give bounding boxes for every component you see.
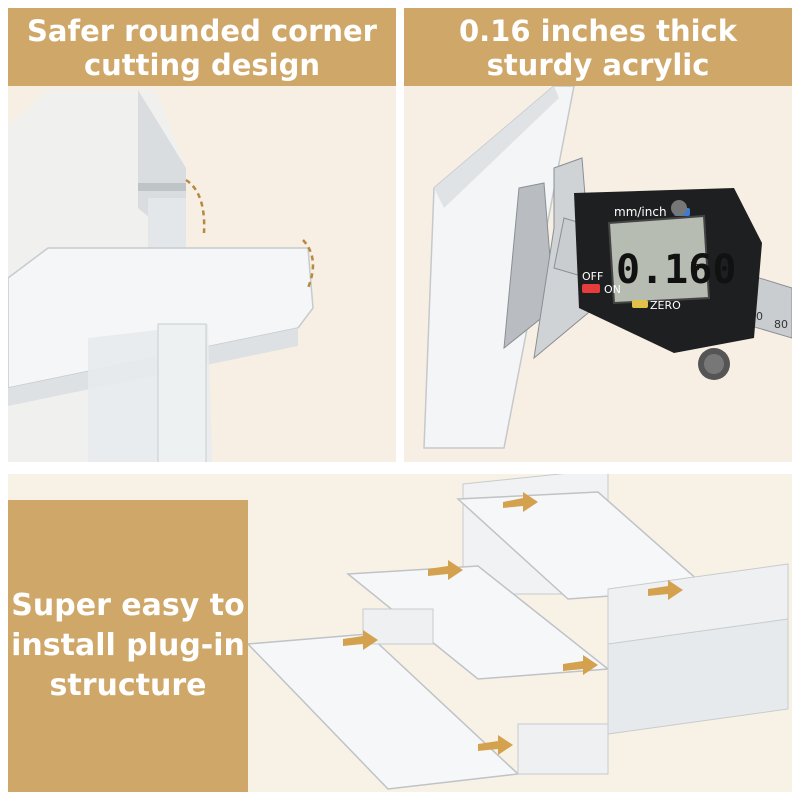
- caliper-unit: in: [690, 260, 700, 273]
- arrow-right-icon: [648, 580, 683, 600]
- arrow-right-icon: [343, 630, 378, 650]
- thickness-panel: 70 80 0.160 in mm/inch OFF ON ZERO 0.16 …: [404, 8, 792, 462]
- zero-label: ZERO: [650, 299, 681, 312]
- arrow-right-icon: [428, 560, 463, 580]
- on-button: [582, 284, 600, 293]
- caliper-scale-80: 80: [774, 318, 788, 331]
- arrow-right-icon: [478, 735, 513, 755]
- caliper-unit-button-label: mm/inch: [614, 205, 667, 219]
- zero-button: [632, 300, 648, 308]
- dashed-curve-icon: [185, 178, 206, 234]
- on-label: ON: [604, 283, 621, 296]
- install-caption-line2: install plug-in: [11, 628, 245, 663]
- install-panel: Super easy to install plug-in structure: [8, 474, 792, 792]
- caliper-illustration: 70 80 0.160 in mm/inch OFF ON ZERO: [423, 85, 792, 449]
- thickness-caption-line2: sturdy acrylic: [486, 48, 710, 82]
- lock-knob: [671, 200, 687, 216]
- dashed-curve-icon: [302, 239, 315, 289]
- install-caption-line3: structure: [49, 668, 207, 703]
- corner-caption-line2: cutting design: [83, 48, 321, 82]
- arrow-right-icon: [503, 492, 538, 512]
- caliper-reading: 0.160: [616, 247, 736, 293]
- install-caption: Super easy to install plug-in structure: [8, 500, 248, 792]
- corner-panel: Safer rounded corner cutting design: [8, 8, 396, 462]
- thickness-caption-line1: 0.16 inches thick: [458, 14, 738, 48]
- install-caption-line1: Super easy to: [11, 588, 245, 623]
- arrow-right-icon: [563, 655, 598, 675]
- shelf-assembly-illustration: [246, 474, 789, 790]
- thickness-caption: 0.16 inches thick sturdy acrylic: [404, 8, 792, 86]
- off-label: OFF: [582, 270, 603, 283]
- corner-caption: Safer rounded corner cutting design: [8, 8, 396, 86]
- corner-caption-line1: Safer rounded corner: [27, 14, 377, 48]
- corner-illustration: [8, 90, 315, 462]
